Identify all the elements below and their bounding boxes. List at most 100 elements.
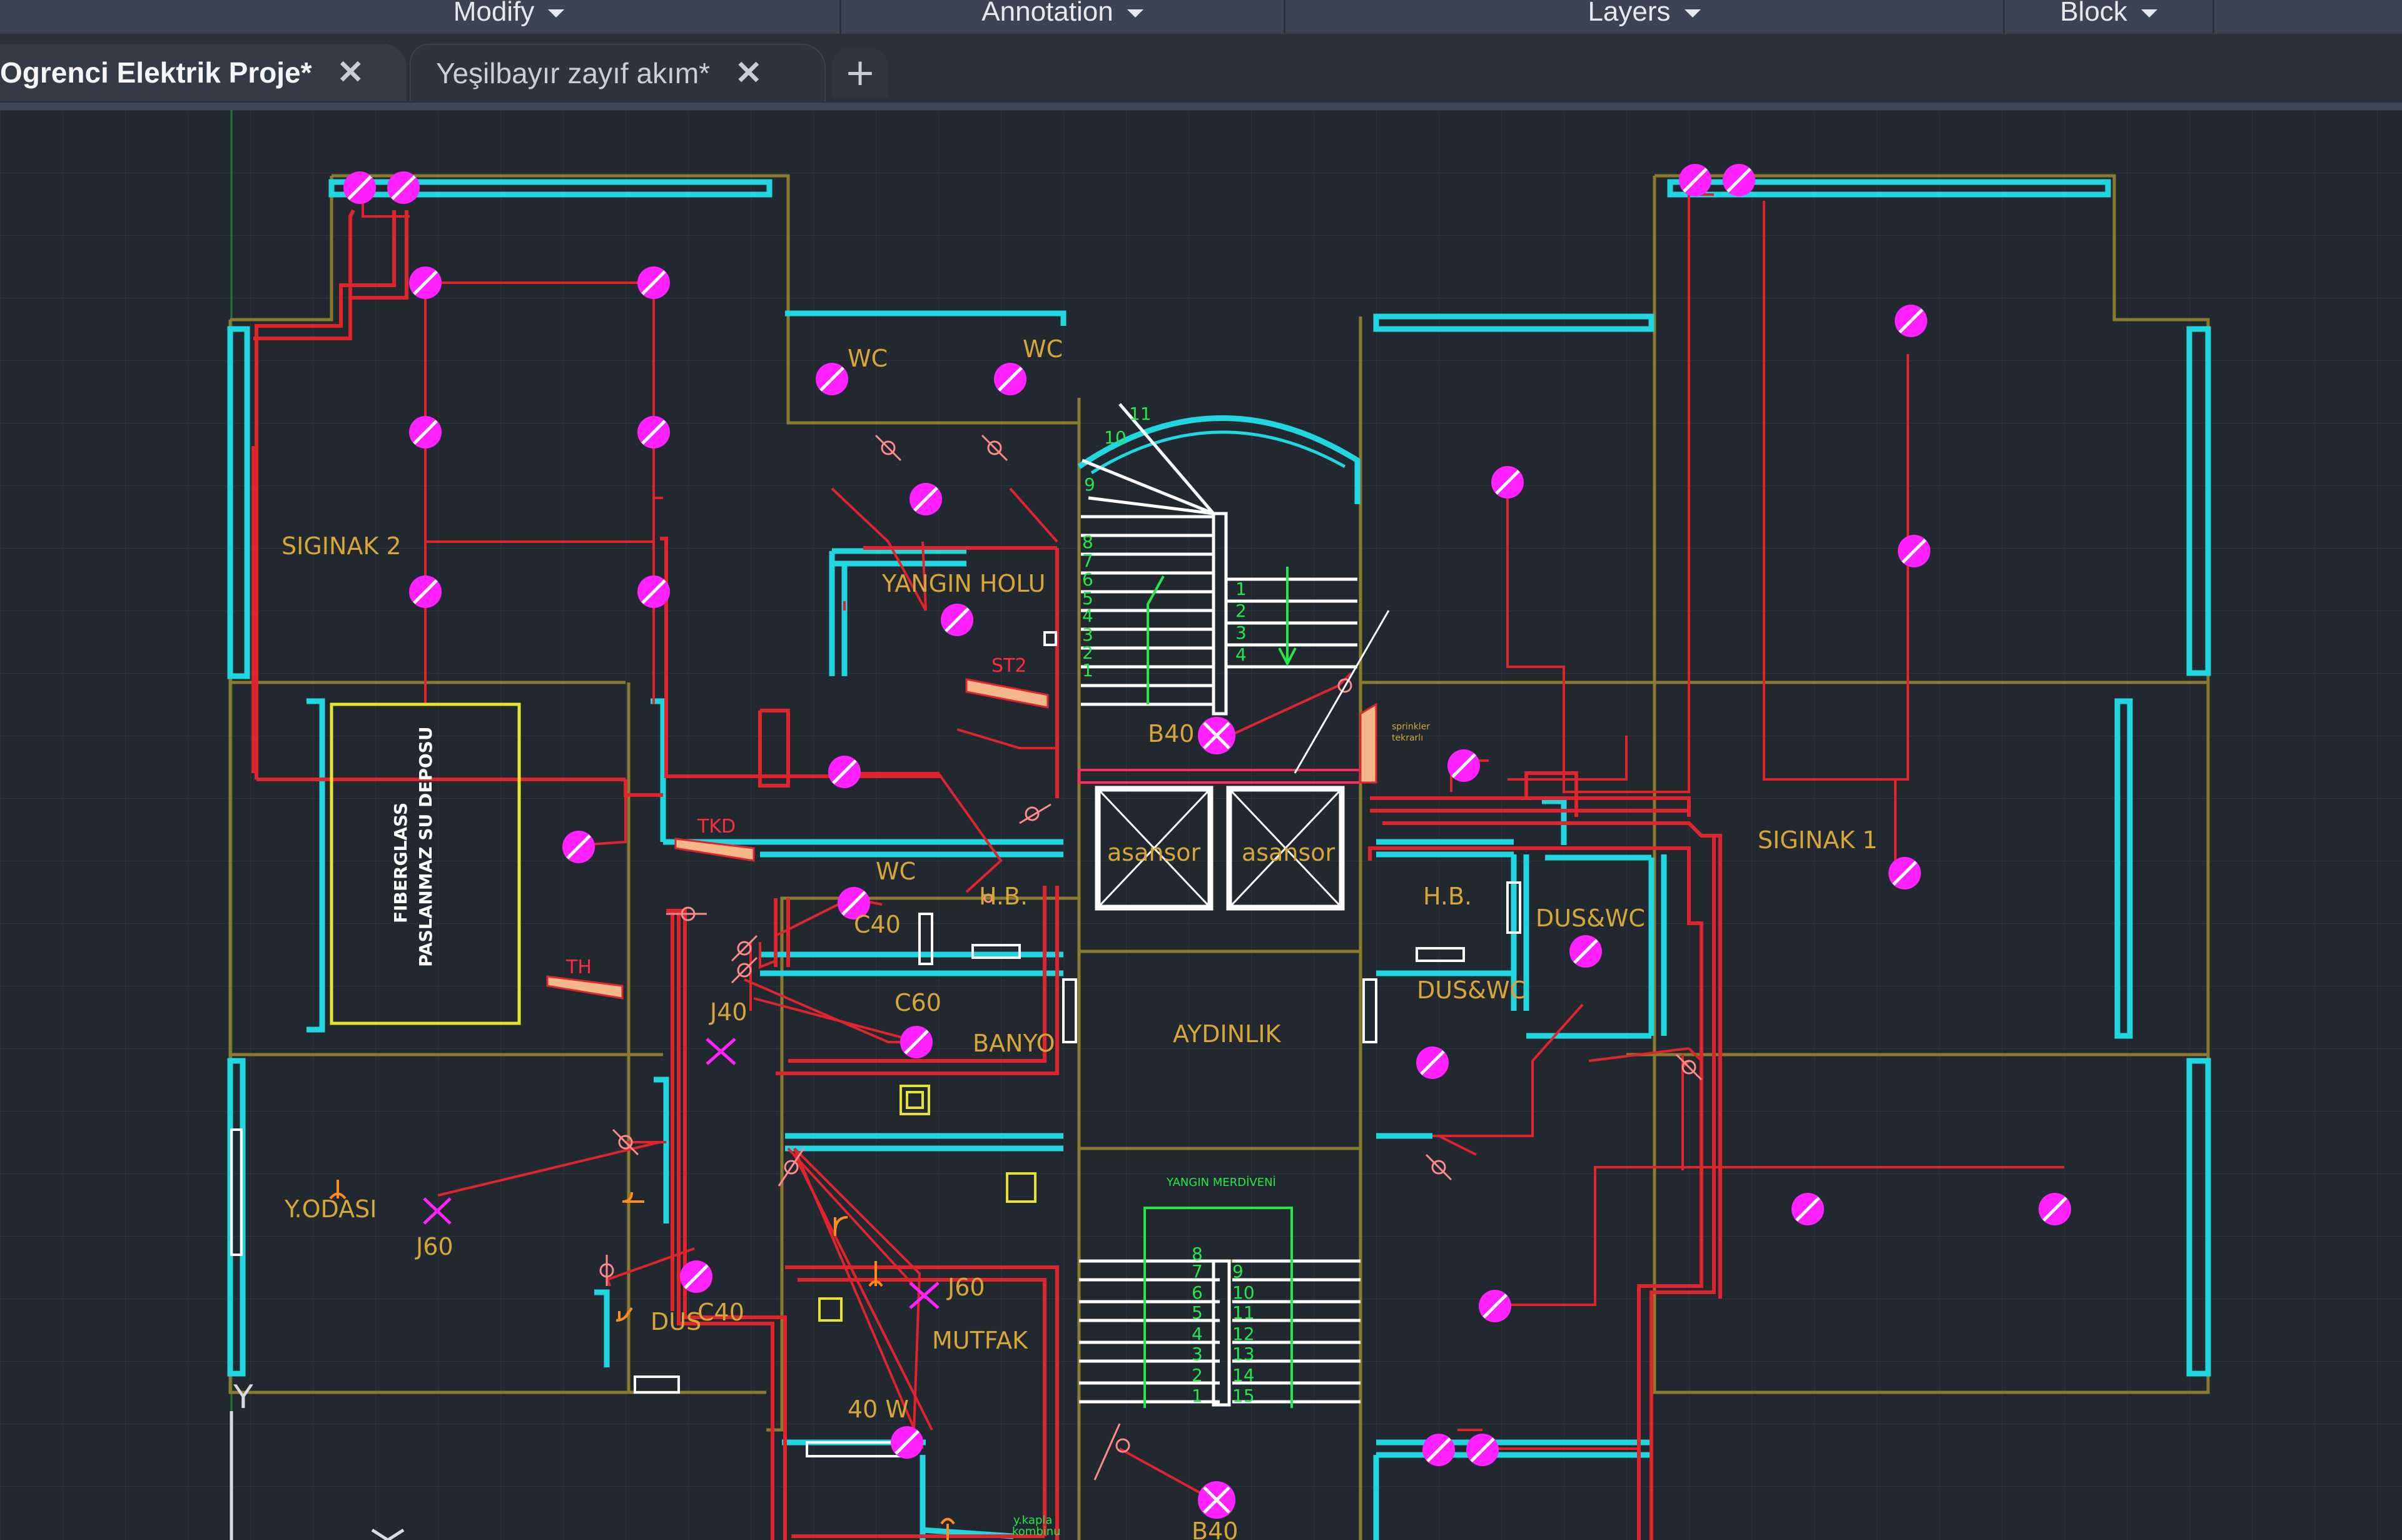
panel-label: ST2 — [991, 655, 1026, 677]
stairs-upper — [1081, 403, 1357, 716]
lamp-icon — [409, 416, 442, 448]
lamp-icon — [680, 1260, 712, 1293]
stair-number: 6 — [1082, 569, 1093, 590]
stair-number: 1 — [1235, 579, 1247, 599]
new-tab-button[interactable]: + — [832, 48, 888, 98]
windows — [230, 631, 1521, 1457]
lamp-icon — [1491, 466, 1524, 499]
lamp-icon — [828, 756, 861, 788]
stair-number: 5 — [1192, 1302, 1203, 1323]
ucs-icon — [230, 1411, 405, 1540]
room-label: BANYO — [973, 1030, 1055, 1057]
stair-number: 9 — [1232, 1261, 1244, 1282]
room-label: DUS&WC — [1536, 904, 1645, 932]
note-label: tekrarlı — [1392, 733, 1423, 743]
stair-number: 2 — [1082, 642, 1093, 663]
lamp-icon — [637, 575, 670, 608]
stair-number: 10 — [1104, 427, 1127, 448]
stair-number: 14 — [1232, 1365, 1255, 1385]
note-label: YANGIN MERDİVENİ — [1166, 1176, 1276, 1189]
stairs-lower — [1079, 1259, 1361, 1407]
ribbon-panel-layers[interactable]: Layers — [1285, 0, 2005, 34]
ribbon-panel-block[interactable]: Block — [2005, 0, 2214, 34]
b40-fixtures — [1198, 717, 1235, 1519]
lamp-icon — [891, 1426, 923, 1459]
circuit-label: B40 — [1148, 720, 1194, 747]
room-label: WC — [848, 345, 888, 372]
drawing-canvas[interactable]: SIGINAK 2 SIGINAK 1 YANGIN HOLU BANYO AY… — [0, 110, 2402, 1540]
tab-label: Ogrenci Elektrik Proje* — [0, 56, 312, 89]
tank-label-line: PASLANMAZ SU DEPOSU — [415, 726, 436, 967]
lamp-icon — [941, 604, 973, 636]
walls-red — [253, 210, 1722, 1540]
lamp-icon — [1895, 305, 1927, 337]
stair-number: 1 — [1082, 660, 1093, 681]
wall-red-left — [251, 209, 355, 773]
tab-ogrenci-elektrik-proje[interactable]: Ogrenci Elektrik Proje* ✕ — [0, 44, 407, 101]
lamp-icon — [1791, 1193, 1824, 1225]
note-label: sprinkler — [1392, 722, 1430, 732]
stair-number: 2 — [1235, 600, 1247, 621]
lamp-icon — [387, 171, 420, 204]
lamp-icon — [409, 575, 442, 608]
room-label: WC — [1023, 335, 1063, 363]
chevron-down-icon — [2141, 9, 2157, 18]
stair-number: 3 — [1082, 624, 1093, 645]
panel-label: TH — [565, 956, 592, 978]
close-icon[interactable]: ✕ — [337, 54, 365, 91]
water-tank — [330, 702, 521, 1025]
room-label: SIGINAK 1 — [1758, 826, 1878, 854]
room-label: asansor — [1242, 839, 1335, 866]
room-label: H.B. — [1423, 883, 1472, 910]
lamp-icon — [1479, 1290, 1511, 1322]
ribbon-panel-label: Layers — [1588, 0, 1671, 27]
stair-number: 8 — [1192, 1244, 1203, 1264]
stair-number: 12 — [1232, 1324, 1255, 1344]
wiring — [362, 191, 2064, 1503]
stair-number: 15 — [1232, 1385, 1255, 1406]
sockets — [329, 1180, 955, 1540]
tank-label-line: FIBERGLASS — [390, 803, 411, 923]
stair-number: 7 — [1082, 550, 1093, 571]
ribbon-panel-label: Block — [2060, 0, 2127, 27]
lamp-icon — [1898, 535, 1930, 567]
room-label: DUS — [651, 1308, 701, 1335]
room-label: Y.ODASI — [284, 1195, 377, 1223]
room-label: asansor — [1107, 839, 1201, 866]
stair-number: 3 — [1235, 622, 1247, 643]
note-labels: sprinkler tekrarlı — [1392, 722, 1430, 743]
fixtures-gold — [818, 1085, 1036, 1322]
tab-yesilbayir-zayif-akim[interactable]: Yeşilbayır zayıf akım* ✕ — [410, 44, 826, 101]
room-label: AYDINLIK — [1173, 1020, 1282, 1048]
close-icon[interactable]: ✕ — [735, 55, 763, 91]
chevron-down-icon — [1684, 9, 1701, 18]
stair-number: 5 — [1082, 588, 1093, 609]
stair-arc — [1077, 415, 1361, 504]
lamp-icon — [1416, 1046, 1449, 1079]
ribbon-panel-annotation[interactable]: Annotation — [841, 0, 1285, 34]
lamp-icon — [994, 363, 1026, 395]
green-labels: YANGIN MERDİVENİ y.kapla kombinu — [1012, 1176, 1276, 1538]
note-label: kombinu — [1012, 1525, 1061, 1538]
stair-number: 11 — [1129, 403, 1152, 424]
stair-number: 10 — [1232, 1282, 1255, 1303]
tab-label: Yeşilbayır zayıf akım* — [436, 57, 711, 89]
ribbon-panel-modify[interactable]: Modify — [178, 0, 841, 34]
lamp-icon — [1569, 935, 1602, 968]
room-label: WC — [876, 858, 916, 885]
stair-numbers: 1 2 3 4 5 6 7 8 9 10 11 1 2 3 4 1 2 3 4 … — [1082, 403, 1255, 1406]
lamp-icon — [900, 1026, 933, 1058]
circuit-label: C60 — [894, 989, 941, 1016]
note-label: y.kapla — [1013, 1514, 1052, 1527]
stair-number: 7 — [1192, 1261, 1203, 1282]
ucs-y-label: Y — [233, 1379, 253, 1416]
doors — [546, 678, 1377, 1000]
switches — [599, 434, 1703, 1481]
circuit-label: 40 W — [848, 1396, 909, 1423]
panel-label: TKD — [697, 816, 736, 838]
stair-number: 2 — [1192, 1365, 1203, 1385]
elevators — [1095, 786, 1345, 911]
j-fixtures — [423, 1038, 940, 1309]
room-label: MUTFAK — [932, 1327, 1028, 1354]
lamp-icon — [1723, 164, 1755, 196]
